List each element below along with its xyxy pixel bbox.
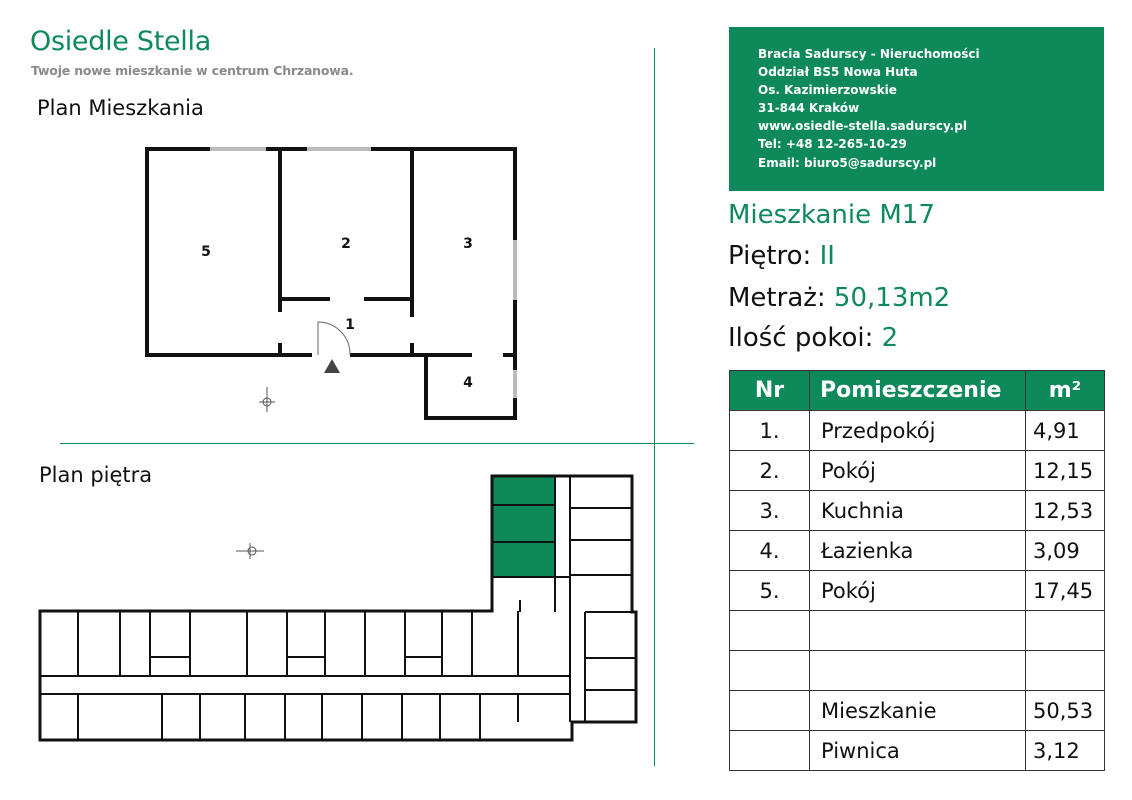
address-line: Os. Kazimierzowskie — [758, 83, 897, 98]
website-link[interactable]: www.osiedle-stella.sadurscy.pl — [758, 119, 967, 134]
cell-nr: 4. — [729, 530, 810, 571]
cell-room: Łazienka — [809, 530, 1026, 571]
compass-icon — [236, 543, 264, 559]
cell-area: 50,53 — [1025, 690, 1105, 731]
cell-nr: 3. — [729, 490, 810, 531]
table-row — [729, 610, 1105, 651]
cell-room: Kuchnia — [809, 490, 1026, 531]
cell-area: 3,09 — [1025, 530, 1105, 571]
compass-icon — [259, 387, 275, 412]
cell-room: Piwnica — [809, 730, 1026, 771]
rooms-value: 2 — [881, 323, 899, 353]
site-title: Osiedle Stella — [30, 26, 211, 57]
cell-area — [1025, 610, 1105, 651]
building-floor-plan — [38, 474, 638, 742]
cell-room — [809, 650, 1026, 691]
contact-box: Bracia Sadurscy - Nieruchomości Oddział … — [729, 27, 1104, 191]
cell-room: Pokój — [809, 450, 1026, 491]
divider-horizontal — [60, 443, 694, 444]
entrance-arrow-icon — [324, 359, 340, 373]
room-label: 5 — [201, 244, 211, 260]
cell-nr — [729, 610, 810, 651]
table-header-row: Nr Pomieszczenie m² — [729, 370, 1105, 411]
apartment-plan-heading: Plan Mieszkania — [37, 96, 204, 120]
apartment-name: Mieszkanie M17 — [728, 200, 935, 230]
floor-value: II — [819, 241, 835, 271]
room-label: 4 — [463, 375, 473, 391]
header-area: m² — [1025, 370, 1105, 411]
cell-nr: 1. — [729, 410, 810, 451]
cell-room: Przedpokój — [809, 410, 1026, 451]
cell-room: Pokój — [809, 570, 1026, 611]
table-row — [729, 650, 1105, 691]
cell-nr: 2. — [729, 450, 810, 491]
area-label: Metraż: — [728, 283, 826, 313]
rooms-label: Ilość pokoi: — [728, 323, 874, 353]
cell-nr — [729, 690, 810, 731]
highlighted-apartment — [492, 477, 555, 577]
cell-area — [1025, 650, 1105, 691]
branch-name: Oddział BS5 Nowa Huta — [758, 65, 918, 80]
cell-room — [809, 610, 1026, 651]
rooms-info: Ilość pokoi: 2 — [728, 323, 898, 353]
room-label: 1 — [345, 317, 355, 333]
floor-info: Piętro: II — [728, 241, 835, 271]
postal-city: 31-844 Kraków — [758, 101, 860, 116]
email-address[interactable]: Email: biuro5@sadurscy.pl — [758, 155, 937, 170]
cell-nr — [729, 650, 810, 691]
cell-room: Mieszkanie — [809, 690, 1026, 731]
divider-vertical — [654, 48, 655, 766]
cell-nr: 5. — [729, 570, 810, 611]
floor-label: Piętro: — [728, 241, 812, 271]
cell-area: 12,53 — [1025, 490, 1105, 531]
cell-area: 17,45 — [1025, 570, 1105, 611]
cell-area: 4,91 — [1025, 410, 1105, 451]
site-subtitle: Twoje nowe mieszkanie w centrum Chrzanow… — [31, 63, 354, 78]
cell-area: 3,12 — [1025, 730, 1105, 771]
area-value: 50,13m2 — [833, 283, 951, 313]
header-room: Pomieszczenie — [809, 370, 1026, 411]
company-name: Bracia Sadurscy - Nieruchomości — [758, 47, 980, 61]
cell-area: 12,15 — [1025, 450, 1105, 491]
room-label: 2 — [341, 236, 351, 252]
apartment-floor-plan: 1 2 3 4 5 — [38, 147, 638, 742]
floor-plan-heading: Plan piętra — [39, 463, 153, 487]
phone-number[interactable]: Tel: +48 12-265-10-29 — [758, 137, 907, 152]
cell-nr — [729, 730, 810, 771]
area-info: Metraż: 50,13m2 — [728, 283, 950, 313]
room-label: 3 — [463, 236, 473, 252]
header-nr: Nr — [729, 370, 810, 411]
